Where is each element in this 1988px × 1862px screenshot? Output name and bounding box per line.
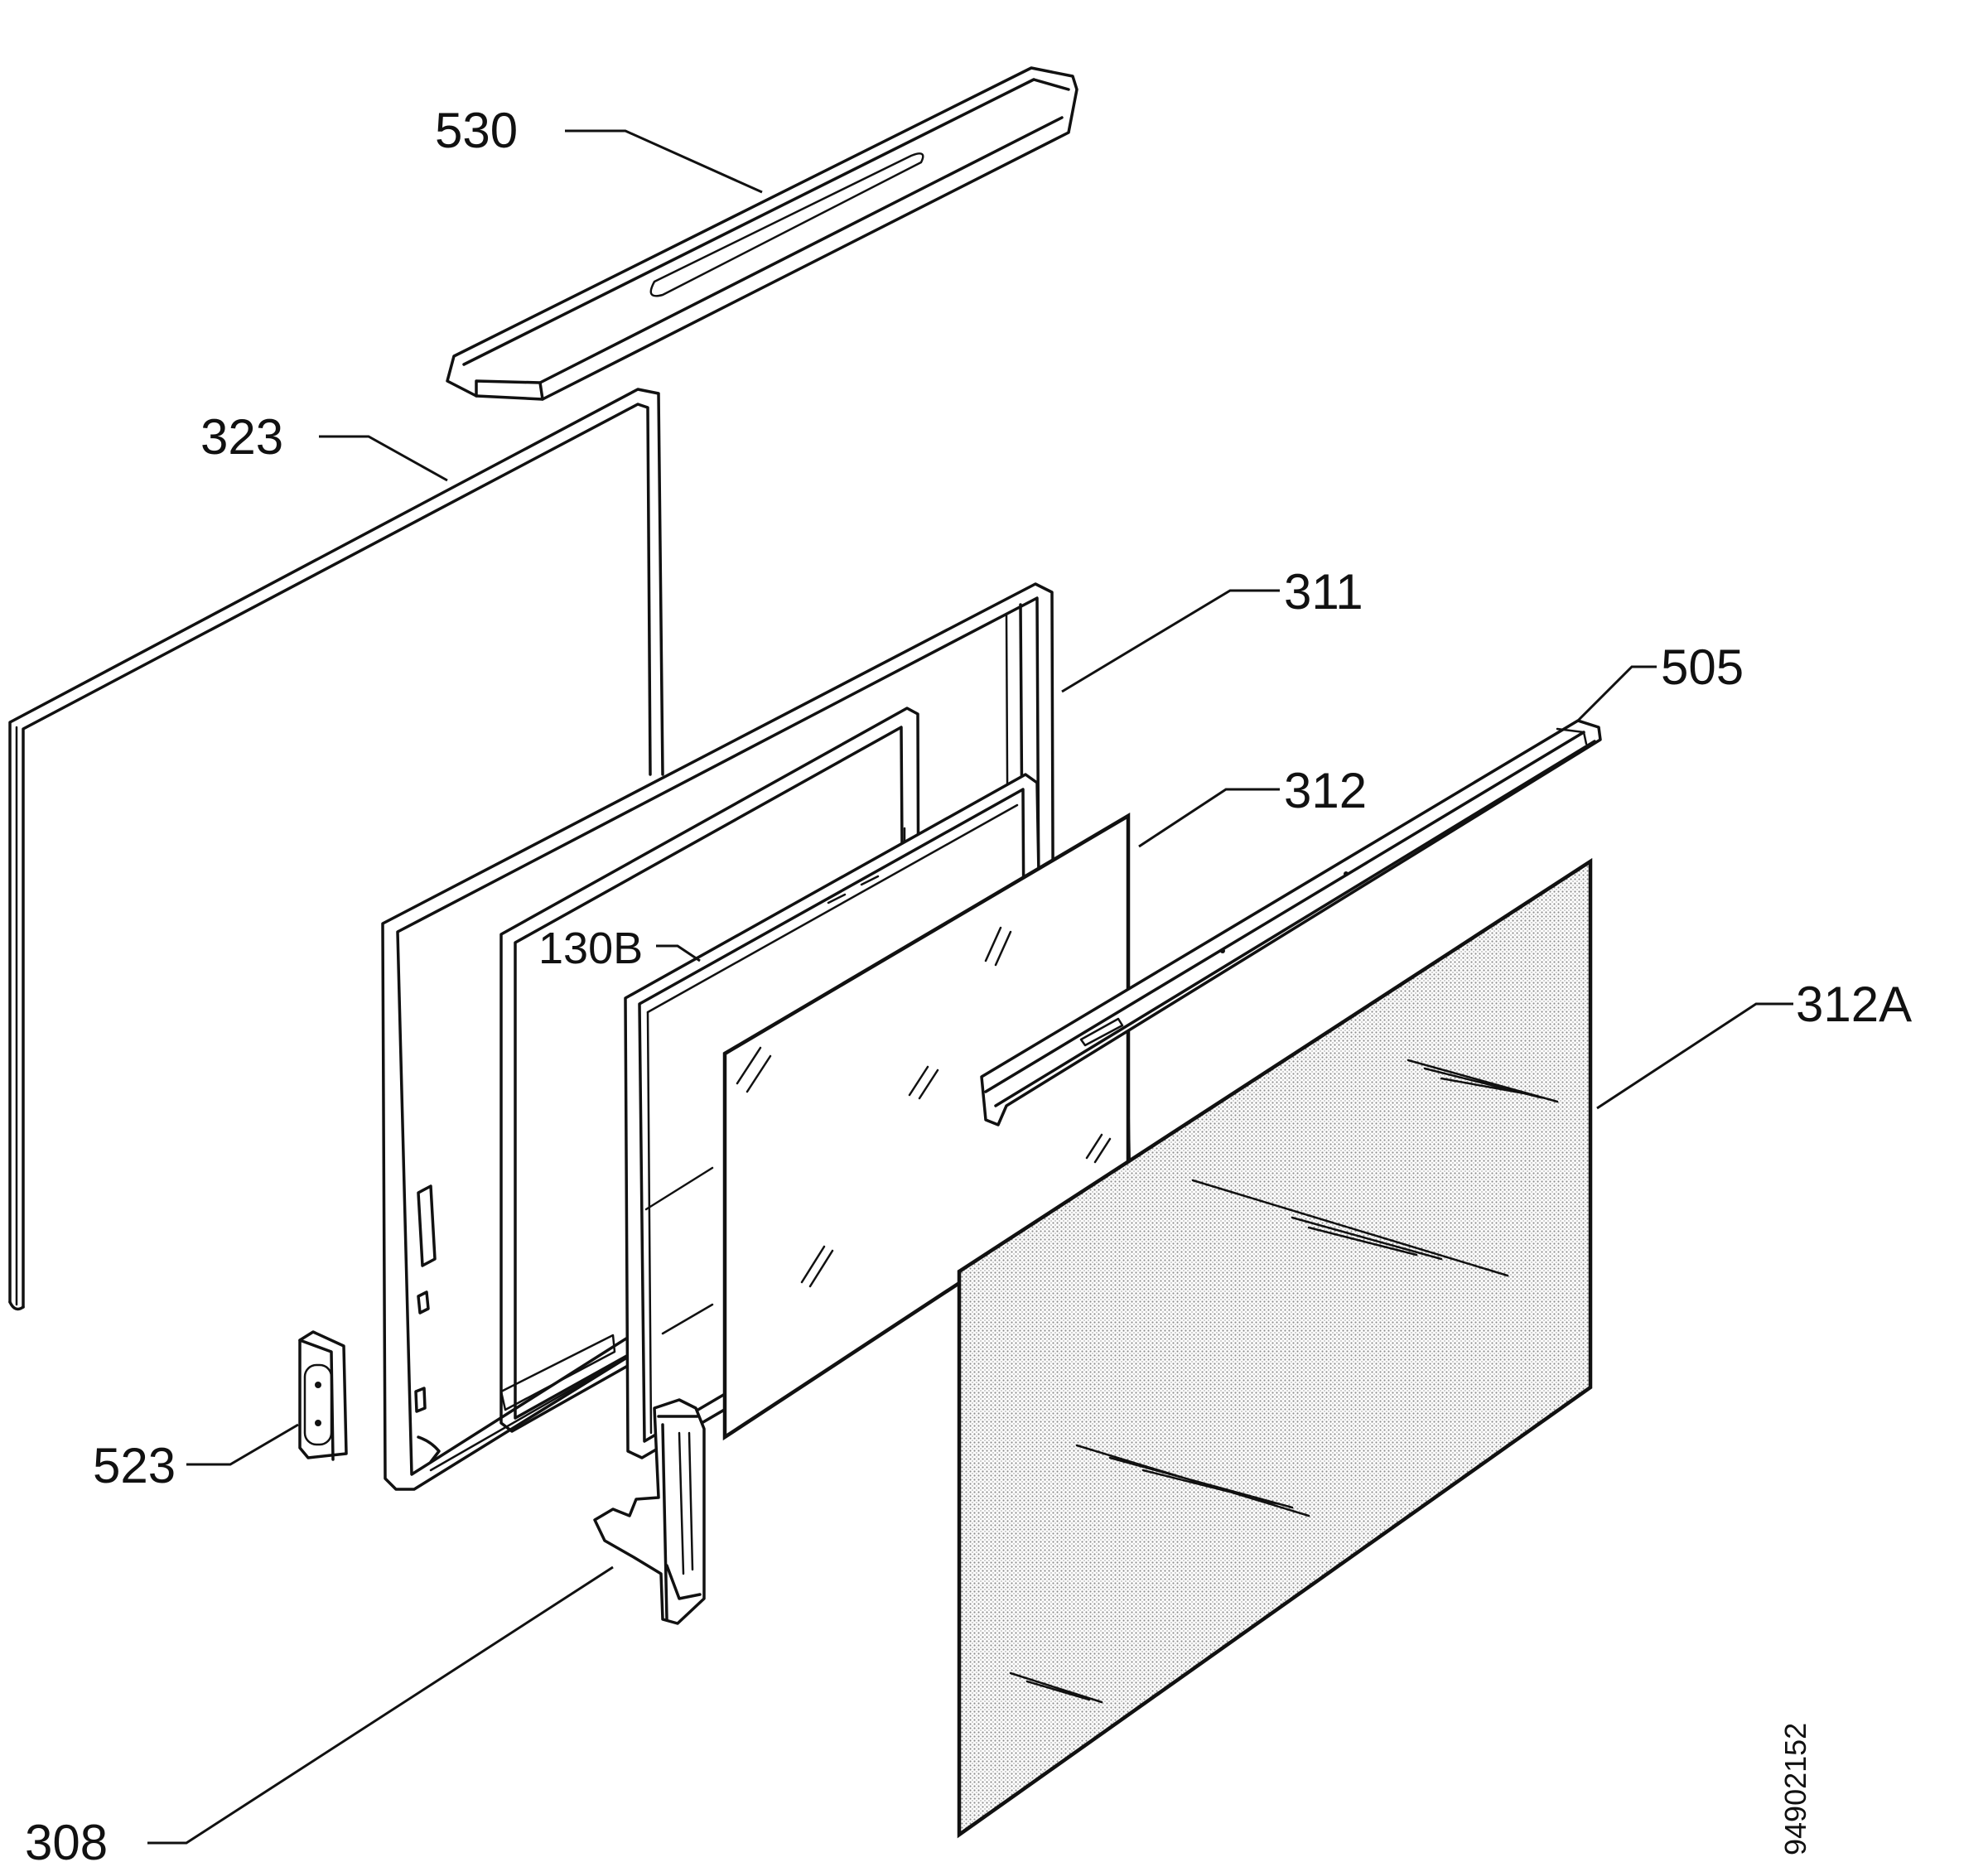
document-number: 94902152 (1778, 1723, 1812, 1855)
leader-312 (1138, 788, 1280, 848)
label-130b: 130B (538, 924, 643, 973)
part-308-hinge (593, 1398, 706, 1625)
label-323: 323 (200, 409, 283, 465)
callout-labels: 530 323 311 505 312 130B 312A 523 308 (25, 103, 1912, 1862)
leader-323 (319, 435, 448, 482)
part-530-top-trim (446, 66, 1078, 401)
leader-lines (147, 129, 1793, 1845)
label-505: 505 (1661, 639, 1744, 695)
label-308: 308 (25, 1815, 108, 1862)
part-323-door-seal (8, 388, 664, 1311)
label-523: 523 (93, 1438, 176, 1493)
leader-130b (656, 944, 701, 962)
part-505-glass-rail (980, 719, 1602, 1126)
leader-308 (147, 1565, 614, 1845)
label-311: 311 (1284, 564, 1363, 620)
label-530: 530 (435, 103, 518, 158)
leader-505 (1576, 665, 1657, 722)
label-312: 312 (1284, 763, 1367, 818)
leader-311 (1061, 589, 1280, 693)
leader-530 (565, 129, 763, 194)
label-312a: 312A (1796, 977, 1912, 1032)
leader-312a (1596, 1002, 1793, 1110)
part-523-latch-plate (298, 1330, 348, 1461)
part-312a-outer-glass (957, 857, 1593, 1839)
leader-523 (186, 1423, 299, 1466)
